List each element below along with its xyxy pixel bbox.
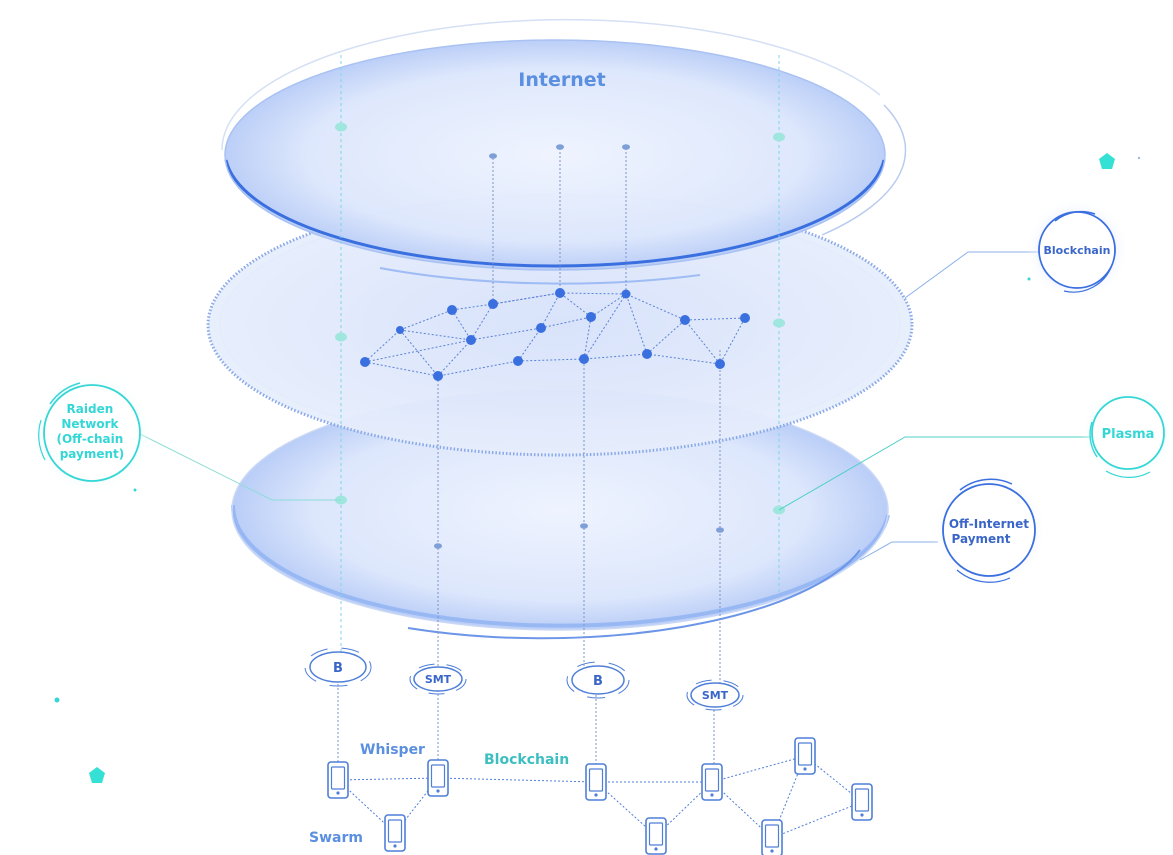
off-internet-line-2: Payment xyxy=(952,532,1011,546)
raiden-network-bubble: Raiden Network (Off-chain payment) xyxy=(30,371,154,495)
decorative-shapes xyxy=(54,153,1141,783)
phone-icon xyxy=(427,759,449,797)
btc-symbol: B xyxy=(593,674,603,689)
layer-label-internet: Internet xyxy=(518,69,605,91)
phone-icon xyxy=(645,817,667,855)
label-bottom-blockchain: Blockchain xyxy=(484,752,569,768)
token-btc-2: B xyxy=(566,661,630,699)
off-internet-line-1: Off-Internet xyxy=(949,517,1029,531)
raiden-line-1: Raiden xyxy=(67,402,114,416)
phone-icon xyxy=(794,737,816,775)
raiden-line-2: Network xyxy=(61,417,119,431)
blockchain-bubble: Blockchain xyxy=(1025,198,1129,302)
phone-icon xyxy=(384,814,406,852)
label-whisper: Whisper xyxy=(360,742,425,758)
bubble-label-blockchain: Blockchain xyxy=(1044,244,1111,257)
raiden-line-3: (Off-chain xyxy=(57,432,124,446)
token-smt-1: SMT xyxy=(409,663,467,695)
top-layer-disc: Internet xyxy=(221,18,907,285)
blockchain-mesh xyxy=(360,288,750,381)
disc-markers xyxy=(335,122,785,549)
bottom-layer-disc xyxy=(230,389,890,640)
smt-symbol: SMT xyxy=(425,673,452,686)
token-btc-1: B xyxy=(304,647,372,687)
phone-icon xyxy=(585,763,607,801)
token-smt-2: SMT xyxy=(686,679,744,711)
bubble-label-plasma: Plasma xyxy=(1102,427,1155,442)
phone-icon xyxy=(701,763,723,801)
plasma-bubble: Plasma xyxy=(1080,385,1173,481)
phone-icon xyxy=(761,819,783,855)
raiden-label: Raiden Network (Off-chain payment) xyxy=(57,402,128,461)
phone-icon xyxy=(327,761,349,799)
off-internet-bubble: Off-Internet Payment xyxy=(931,472,1047,588)
smt-symbol: SMT xyxy=(702,689,729,702)
phone-icon xyxy=(851,783,873,821)
callout-lines xyxy=(135,251,1090,561)
off-internet-label: Off-Internet Payment xyxy=(949,517,1033,546)
label-swarm: Swarm xyxy=(309,830,363,846)
raiden-line-4: payment) xyxy=(60,447,125,461)
btc-symbol: B xyxy=(333,661,343,676)
